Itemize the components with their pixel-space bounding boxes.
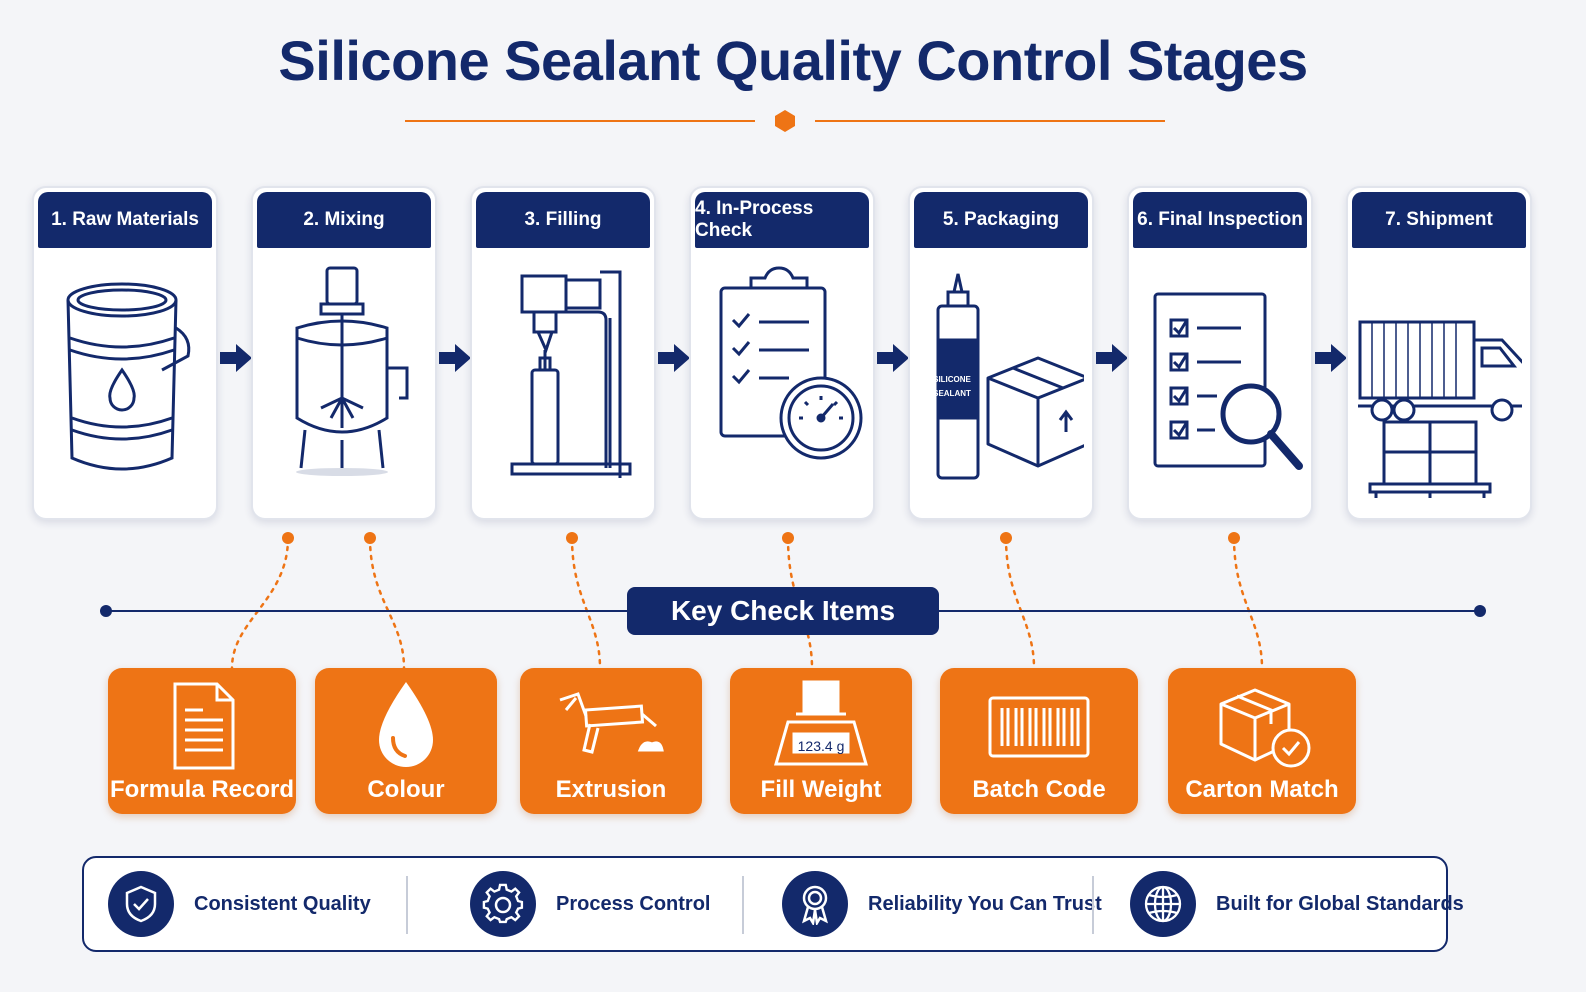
flow-arrow — [220, 344, 252, 372]
stage-card-mixing: 2. Mixing — [251, 186, 437, 520]
check-item-label: Colour — [367, 776, 445, 803]
gear-icon — [470, 871, 536, 937]
feature-divider — [1092, 876, 1094, 934]
check-item-formula-record: Formula Record — [108, 668, 296, 814]
flow-arrow — [658, 344, 690, 372]
flow-arrow — [439, 344, 471, 372]
page-title: Silicone Sealant Quality Control Stages — [278, 29, 1308, 92]
checklist-magnifier-icon — [1153, 292, 1303, 470]
flow-arrow — [877, 344, 909, 372]
feature-consistent-quality: Consistent Quality — [108, 858, 371, 950]
feature-reliability: Reliability You Can Trust — [782, 858, 1102, 950]
scale-readout: 123.4 g — [797, 738, 845, 754]
check-item-label: Fill Weight — [760, 776, 882, 803]
stage-card-shipment: 7. Shipment — [1346, 186, 1532, 520]
stage-title: 6. Final Inspection — [1133, 192, 1307, 248]
shield-check-icon — [108, 871, 174, 937]
stage-card-in-process-check: 4. In-Process Check — [689, 186, 875, 520]
stage-title: 2. Mixing — [257, 192, 431, 248]
feature-global-standards: Built for Global Standards — [1130, 858, 1464, 950]
feature-divider — [406, 876, 408, 934]
mixer-tank-icon — [295, 266, 409, 476]
cartridge-box-icon — [936, 273, 1084, 480]
stage-card-filling: 3. Filling — [470, 186, 656, 520]
barrel-icon — [66, 282, 191, 471]
scale-icon — [774, 680, 868, 766]
flow-arrow — [1315, 344, 1347, 372]
stage-title: 7. Shipment — [1352, 192, 1526, 248]
stage-title: 1. Raw Materials — [38, 192, 212, 248]
stage-card-packaging: 5. Packaging SILICONE SEALANT — [908, 186, 1094, 520]
key-check-heading: Key Check Items — [627, 587, 939, 635]
droplet-icon — [379, 682, 433, 767]
stage-title: 4. In-Process Check — [695, 192, 869, 248]
clipboard-gauge-icon — [719, 266, 863, 460]
cartridge-label: SILICONE SEALANT — [933, 375, 971, 398]
barcode-icon — [988, 696, 1090, 758]
check-item-label: Extrusion — [555, 776, 667, 803]
check-item-extrusion: Extrusion — [520, 668, 702, 814]
check-item-label: Formula Record — [109, 776, 295, 803]
truck-pallet-icon — [1358, 320, 1522, 498]
feature-process-control: Process Control — [470, 858, 710, 950]
check-item-carton-match: Carton Match — [1168, 668, 1356, 814]
features-bar: Consistent Quality Process Control Relia… — [82, 856, 1464, 952]
award-ribbon-icon — [782, 871, 848, 937]
box-check-icon — [1219, 688, 1311, 768]
check-item-colour: Colour — [315, 668, 497, 814]
stage-card-raw-materials: 1. Raw Materials — [32, 186, 218, 520]
flow-arrow — [1096, 344, 1128, 372]
filling-machine-icon — [510, 270, 632, 478]
globe-icon — [1130, 871, 1196, 937]
check-item-label: Carton Match — [1185, 776, 1339, 803]
check-item-batch-code: Batch Code — [940, 668, 1138, 814]
stage-title: 3. Filling — [476, 192, 650, 248]
feature-divider — [742, 876, 744, 934]
stage-title: 5. Packaging — [914, 192, 1088, 248]
document-icon — [173, 682, 235, 770]
check-item-label: Batch Code — [972, 776, 1106, 803]
title-divider — [405, 110, 1165, 132]
caulk-gun-icon — [559, 692, 664, 754]
stage-card-final-inspection: 6. Final Inspection — [1127, 186, 1313, 520]
check-item-fill-weight: 123.4 g Fill Weight — [730, 668, 912, 814]
